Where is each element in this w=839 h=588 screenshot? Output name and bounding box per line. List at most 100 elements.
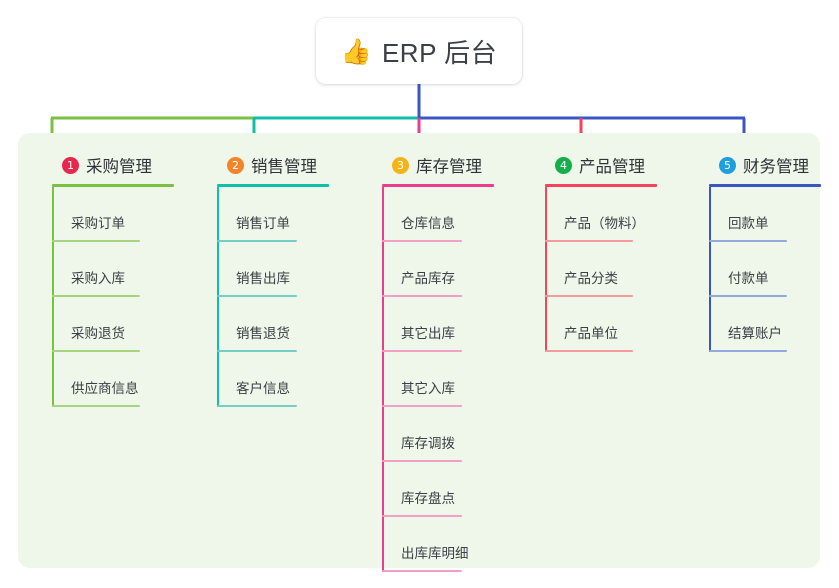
column-title: 产品管理 bbox=[579, 158, 645, 176]
list-item[interactable]: 库存盘点 bbox=[370, 462, 500, 517]
column-header-rule bbox=[545, 184, 657, 187]
list-item[interactable]: 采购入库 bbox=[40, 242, 170, 297]
list-item-rule bbox=[382, 350, 462, 352]
list-item-rule bbox=[545, 350, 633, 352]
list-item-label: 出库库明细 bbox=[401, 546, 469, 561]
diagram-panel: 1 采购管理采购订单采购入库采购退货供应商信息 2 销售管理销售订单销售出库销售退货客… bbox=[18, 133, 821, 572]
list-item-label: 库存调拨 bbox=[401, 436, 455, 451]
column-header-rule bbox=[382, 184, 494, 187]
column-产品管理: 4 产品管理产品（物料） 产品分类产品单位 bbox=[533, 150, 663, 352]
list-item-rule bbox=[382, 515, 462, 517]
column-header-rule bbox=[217, 184, 329, 187]
column-items: 销售订单销售出库销售退货客户信息 bbox=[205, 187, 335, 407]
list-item-label: 产品库存 bbox=[401, 271, 455, 286]
column-trunk-line bbox=[709, 187, 711, 352]
list-item[interactable]: 产品库存 bbox=[370, 242, 500, 297]
list-item-label: 采购订单 bbox=[71, 216, 125, 231]
column-title: 销售管理 bbox=[251, 158, 317, 176]
column-title: 采购管理 bbox=[86, 158, 152, 176]
list-item-label: 产品分类 bbox=[564, 271, 618, 286]
column-items: 回款单付款单结算账户 bbox=[697, 187, 827, 352]
list-item[interactable]: 销售订单 bbox=[205, 187, 335, 242]
list-item-label: 其它出库 bbox=[401, 326, 455, 341]
list-item-label: 产品单位 bbox=[564, 326, 618, 341]
list-item[interactable]: 其它出库 bbox=[370, 297, 500, 352]
column-采购管理: 1 采购管理采购订单采购入库采购退货供应商信息 bbox=[40, 150, 174, 407]
column-财务管理: 5 财务管理回款单付款单结算账户 bbox=[697, 150, 827, 352]
column-title: 库存管理 bbox=[416, 158, 482, 176]
list-item[interactable]: 其它入库 bbox=[370, 352, 500, 407]
list-item[interactable]: 产品（物料） bbox=[533, 187, 663, 242]
column-trunk-line bbox=[52, 187, 54, 407]
list-item-label: 回款单 bbox=[728, 216, 769, 231]
column-header-库存管理[interactable]: 3 库存管理 bbox=[370, 150, 500, 180]
list-item-rule bbox=[382, 405, 462, 407]
list-item[interactable]: 采购退货 bbox=[40, 297, 170, 352]
list-item-label: 销售出库 bbox=[236, 271, 290, 286]
list-item-rule bbox=[52, 405, 140, 407]
list-item[interactable]: 客户信息 bbox=[205, 352, 335, 407]
thumbs-up-icon: 👍 bbox=[340, 37, 372, 66]
list-item-label: 销售订单 bbox=[236, 216, 290, 231]
list-item-rule bbox=[709, 295, 787, 297]
list-item-rule bbox=[52, 350, 140, 352]
column-badge-icon: 4 bbox=[555, 156, 572, 174]
list-item-label: 销售退货 bbox=[236, 326, 290, 341]
list-item-rule bbox=[217, 240, 297, 242]
list-item-label: 其它入库 bbox=[401, 381, 455, 396]
column-items: 仓库信息产品库存其它出库其它入库库存调拨库存盘点出库库明细 bbox=[370, 187, 500, 572]
list-item[interactable]: 销售出库 bbox=[205, 242, 335, 297]
column-trunk-line bbox=[217, 187, 219, 407]
list-item-rule bbox=[382, 460, 462, 462]
column-header-rule bbox=[709, 184, 821, 187]
list-item[interactable]: 产品单位 bbox=[533, 297, 663, 352]
list-item-rule bbox=[52, 240, 140, 242]
list-item[interactable]: 仓库信息 bbox=[370, 187, 500, 242]
column-销售管理: 2 销售管理销售订单销售出库销售退货客户信息 bbox=[205, 150, 335, 407]
column-header-销售管理[interactable]: 2 销售管理 bbox=[205, 150, 335, 180]
list-item[interactable]: 回款单 bbox=[697, 187, 827, 242]
list-item-label: 供应商信息 bbox=[71, 381, 139, 396]
list-item-rule bbox=[709, 350, 787, 352]
list-item-rule bbox=[217, 350, 297, 352]
list-item-label: 结算账户 bbox=[728, 326, 782, 341]
root-node-label: ERP 后台 bbox=[381, 37, 498, 68]
list-item-label: 仓库信息 bbox=[401, 216, 455, 231]
list-item[interactable]: 供应商信息 bbox=[40, 352, 170, 407]
column-badge-icon: 1 bbox=[62, 156, 79, 174]
column-header-产品管理[interactable]: 4 产品管理 bbox=[533, 150, 663, 180]
list-item[interactable]: 采购订单 bbox=[40, 187, 170, 242]
list-item-rule bbox=[545, 295, 633, 297]
list-item[interactable]: 出库库明细 bbox=[370, 517, 500, 572]
column-badge-icon: 3 bbox=[392, 156, 409, 174]
list-item-rule bbox=[382, 295, 462, 297]
list-item-rule bbox=[52, 295, 140, 297]
column-trunk-line bbox=[382, 187, 384, 572]
list-item-label: 付款单 bbox=[728, 271, 769, 286]
column-badge-icon: 5 bbox=[719, 156, 736, 174]
column-库存管理: 3 库存管理仓库信息产品库存其它出库其它入库库存调拨库存盘点出库库明细 bbox=[370, 150, 500, 572]
column-items: 产品（物料） 产品分类产品单位 bbox=[533, 187, 663, 352]
list-item-label: 采购退货 bbox=[71, 326, 125, 341]
list-item[interactable]: 产品分类 bbox=[533, 242, 663, 297]
list-item-label: 产品（物料） bbox=[564, 216, 645, 231]
column-items: 采购订单采购入库采购退货供应商信息 bbox=[40, 187, 170, 407]
column-header-rule bbox=[52, 184, 174, 187]
list-item-rule bbox=[217, 295, 297, 297]
list-item[interactable]: 销售退货 bbox=[205, 297, 335, 352]
list-item-label: 客户信息 bbox=[236, 381, 290, 396]
list-item-rule bbox=[709, 240, 787, 242]
list-item-rule bbox=[382, 570, 462, 572]
list-item-rule bbox=[382, 240, 462, 242]
column-title: 财务管理 bbox=[743, 158, 809, 176]
list-item[interactable]: 付款单 bbox=[697, 242, 827, 297]
column-header-财务管理[interactable]: 5 财务管理 bbox=[697, 150, 827, 180]
list-item[interactable]: 库存调拨 bbox=[370, 407, 500, 462]
list-item-rule bbox=[545, 240, 633, 242]
list-item-label: 库存盘点 bbox=[401, 491, 455, 506]
root-node-card[interactable]: 👍 ERP 后台 bbox=[316, 18, 522, 84]
list-item[interactable]: 结算账户 bbox=[697, 297, 827, 352]
column-badge-icon: 2 bbox=[227, 156, 244, 174]
column-trunk-line bbox=[545, 187, 547, 352]
column-header-采购管理[interactable]: 1 采购管理 bbox=[40, 150, 170, 180]
